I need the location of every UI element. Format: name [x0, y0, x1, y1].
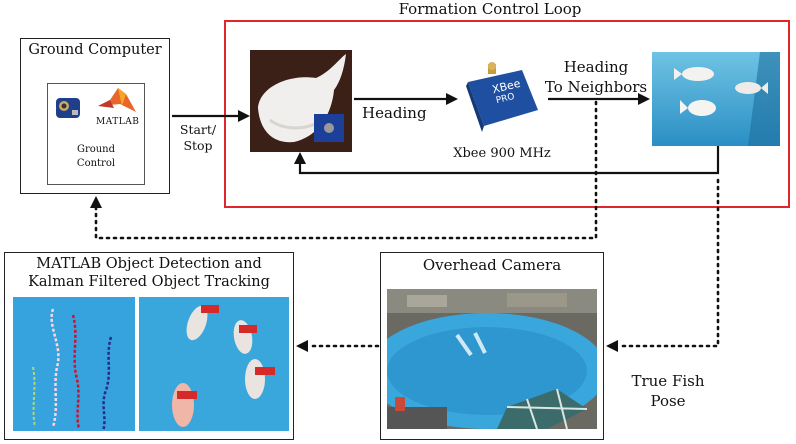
ground-control-panel: MATLAB Ground Control — [47, 83, 145, 185]
ground-control-label-1: Ground — [76, 144, 116, 155]
overhead-camera-photo — [387, 289, 597, 429]
tracking-trajectory-photo — [13, 297, 135, 431]
matlab-logo-icon — [98, 88, 136, 112]
detection-frame-photo — [139, 297, 289, 431]
trajectory-plot-icon — [13, 297, 135, 431]
robot-fish-icon — [250, 50, 352, 152]
matlab-logo-text: MATLAB — [96, 117, 140, 127]
object-detection-title-1: MATLAB Object Detection and — [36, 256, 262, 272]
robot-fish-photo — [250, 50, 352, 152]
true-fish-pose-label-2: Pose — [650, 392, 686, 410]
heading-neighbors-label-2: To Neighbors — [544, 78, 648, 96]
fish-tank-photo — [652, 52, 780, 146]
heading-label: Heading — [362, 104, 427, 122]
true-fish-pose-label-1: True Fish — [631, 372, 705, 390]
object-detection-box: MATLAB Object Detection and Kalman Filte… — [4, 252, 294, 440]
detected-fish-icon — [139, 297, 289, 431]
start-stop-label-2: Stop — [183, 138, 213, 153]
heading-neighbors-label-1: Heading — [563, 58, 629, 76]
formation-loop-title: Formation Control Loop — [398, 0, 582, 18]
ground-control-label-2: Control — [76, 158, 116, 169]
ground-computer-box: Ground Computer MATLAB Ground Control — [20, 38, 170, 194]
fish-tank-icon — [652, 52, 780, 146]
xbee-module: XBee PRO — [462, 62, 542, 138]
overhead-camera-box: Overhead Camera — [380, 252, 604, 440]
object-detection-title-2: Kalman Filtered Object Tracking — [28, 274, 270, 290]
ground-computer-title: Ground Computer — [28, 42, 162, 58]
overhead-camera-title: Overhead Camera — [422, 256, 562, 274]
pool-icon — [387, 289, 597, 429]
xbee-caption: Xbee 900 MHz — [453, 146, 551, 161]
circuit-board-icon — [56, 98, 80, 118]
start-stop-label-1: Start/ — [179, 122, 217, 137]
